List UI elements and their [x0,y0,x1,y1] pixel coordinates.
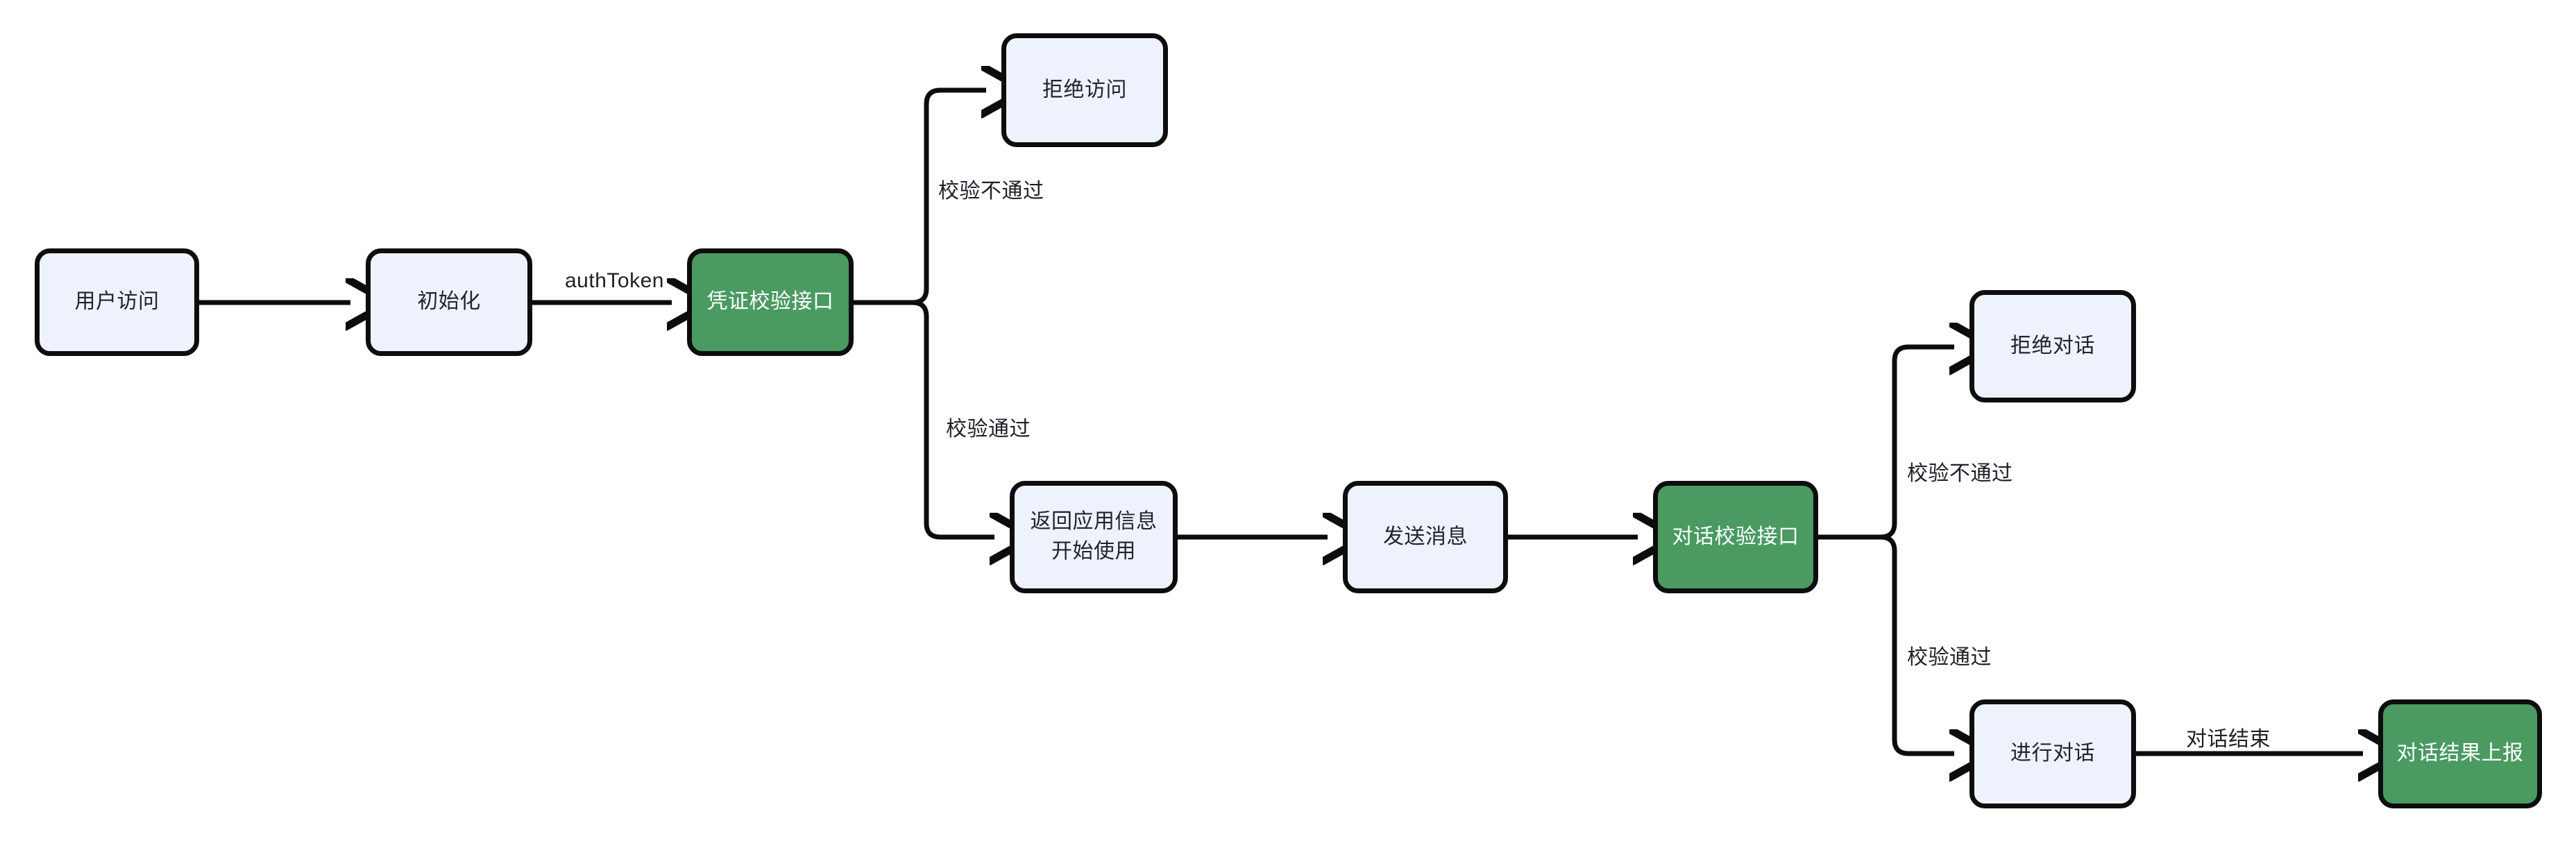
node-deny-dialog[interactable]: 拒绝对话 [1969,290,2136,402]
edge-label-l-fail-1: 校验不通过 [938,180,1044,203]
node-label-return-app-info: 返回应用信息 开始使用 [1030,510,1158,563]
node-label-deny-dialog: 拒绝对话 [2010,334,2095,357]
node-label-do-dialog: 进行对话 [2010,742,2095,765]
edges-group [199,90,2363,754]
edge-dialog-verify-to-deny-dialog [1818,347,1954,540]
node-report-result[interactable]: 对话结果上报 [2378,699,2542,808]
node-label-report-result: 对话结果上报 [2396,742,2524,765]
edge-label-l-pass-1: 校验通过 [946,418,1031,441]
edge-dialog-verify-to-do-dialog [1818,534,1954,754]
node-return-app-info[interactable]: 返回应用信息 开始使用 [1010,481,1178,593]
node-initialize[interactable]: 初始化 [366,248,532,356]
node-label-deny-access: 拒绝访问 [1042,78,1127,101]
edge-credential-verify-to-return-app-info [854,300,994,537]
node-label-credential-verify: 凭证校验接口 [706,290,834,314]
node-deny-access[interactable]: 拒绝访问 [1001,33,1168,147]
edge-label-l-pass-2: 校验通过 [1907,646,1992,669]
node-dialog-verify[interactable]: 对话校验接口 [1653,481,1818,593]
node-label-initialize: 初始化 [417,290,481,314]
edge-label-l-authtoken: authToken [565,269,664,292]
node-label-send-message: 发送消息 [1383,525,1468,548]
edge-label-l-dialog-end: 对话结束 [2186,728,2271,751]
node-label-dialog-verify: 对话校验接口 [1672,525,1799,548]
node-credential-verify[interactable]: 凭证校验接口 [687,248,854,356]
edge-label-l-fail-2: 校验不通过 [1907,462,2013,485]
node-send-message[interactable]: 发送消息 [1343,481,1508,593]
node-label-user-access: 用户访问 [74,290,160,314]
node-user-access[interactable]: 用户访问 [35,248,199,356]
node-do-dialog[interactable]: 进行对话 [1969,699,2136,808]
